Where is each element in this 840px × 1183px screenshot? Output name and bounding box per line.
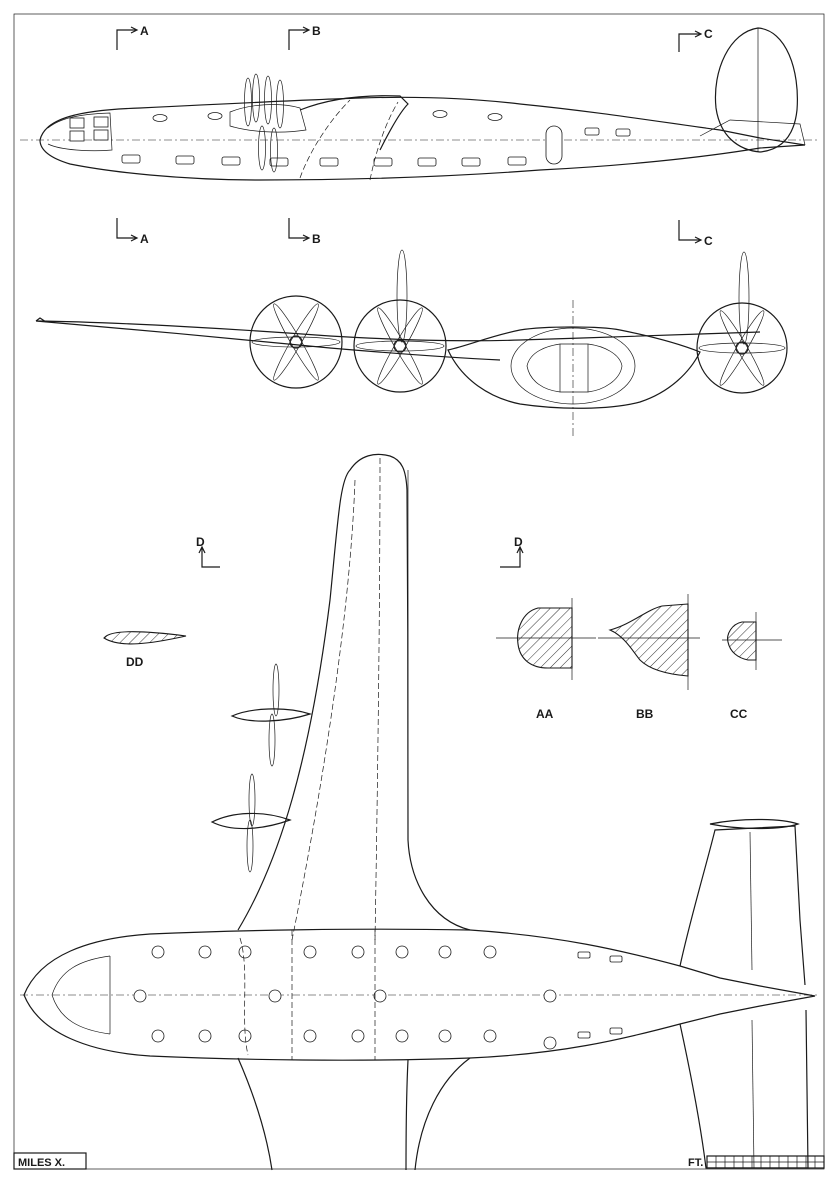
- plan-fuselage: [23, 928, 816, 1061]
- front-windscreen: [526, 343, 623, 393]
- section-mark-d-right: D: [514, 535, 523, 549]
- sheet-border: [13, 13, 825, 1170]
- side-cockpit-window: [69, 117, 85, 129]
- section-label-dd: DD: [126, 655, 144, 669]
- section-dd: DD: [103, 631, 187, 669]
- plan-lower-tailplane: [679, 1009, 809, 1169]
- side-wing-spar: [299, 99, 351, 179]
- plan-upper-engines: [210, 663, 312, 873]
- title-block: MILES X.: [13, 1152, 87, 1170]
- plan-fin-top: [709, 818, 800, 830]
- front-elevation: [35, 249, 788, 438]
- plan-upper-tailplane: [679, 825, 806, 986]
- airfoil-dd: [103, 631, 187, 645]
- side-upper-windows: [152, 110, 503, 122]
- plan-view: [20, 453, 820, 1171]
- front-engine-4: [696, 251, 788, 394]
- section-mark-a-bottom: A: [140, 232, 149, 246]
- side-tailplane: [699, 119, 806, 146]
- scale-label: FT.: [688, 1157, 703, 1169]
- side-elevation: [20, 27, 820, 181]
- plan-cockpit-line: [51, 955, 111, 996]
- section-bb: BB: [598, 594, 700, 721]
- side-cockpit-window: [93, 129, 109, 141]
- section-mark-c-bottom: C: [704, 234, 713, 248]
- side-lower-windows: [121, 127, 631, 167]
- section-mark-b-top: B: [312, 24, 321, 38]
- section-marks-top: A B C: [116, 24, 713, 52]
- title-box: [13, 1152, 87, 1170]
- plan-wing-spar: [374, 457, 381, 941]
- side-cockpit-window: [93, 116, 109, 128]
- scale-bar: FT.: [688, 1155, 825, 1169]
- section-aa: AA: [496, 598, 596, 721]
- side-fin: [714, 27, 798, 153]
- side-nacelle: [229, 104, 307, 133]
- side-fuselage-outline: [39, 96, 806, 181]
- side-door: [545, 125, 563, 165]
- plan-portholes: [133, 945, 623, 1050]
- plan-spar-carry: [239, 937, 249, 1056]
- plan-lower-wing-fillet: [414, 1057, 471, 1171]
- section-mark-a-top: A: [140, 24, 149, 38]
- side-wing-spar: [369, 101, 399, 181]
- plan-wing-spar: [291, 479, 356, 941]
- front-fuselage: [447, 326, 701, 409]
- plan-lower-wing: [237, 1057, 409, 1171]
- side-cockpit-window: [69, 130, 85, 142]
- title-text: MILES X.: [18, 1157, 65, 1169]
- section-marks-d: D D: [196, 535, 524, 568]
- plan-elevator-hinge: [749, 831, 753, 971]
- section-label-bb: BB: [636, 707, 654, 721]
- plan-cockpit-line: [51, 994, 111, 1035]
- side-propellers: [244, 73, 284, 173]
- section-marks-bottom: A B C: [116, 218, 713, 248]
- section-label-aa: AA: [536, 707, 554, 721]
- front-engine-2: [353, 249, 447, 393]
- section-cc: CC: [722, 612, 782, 721]
- section-label-cc: CC: [730, 707, 748, 721]
- section-mark-b-bottom: B: [312, 232, 321, 246]
- side-wing-root: [299, 95, 409, 151]
- section-mark-c-top: C: [704, 27, 713, 41]
- plan-elevator-hinge: [751, 1019, 755, 1169]
- section-mark-d-left: D: [196, 535, 205, 549]
- front-engine-1: [249, 295, 343, 389]
- side-cockpit-glazing: [47, 112, 113, 152]
- front-wingtip: [35, 317, 47, 323]
